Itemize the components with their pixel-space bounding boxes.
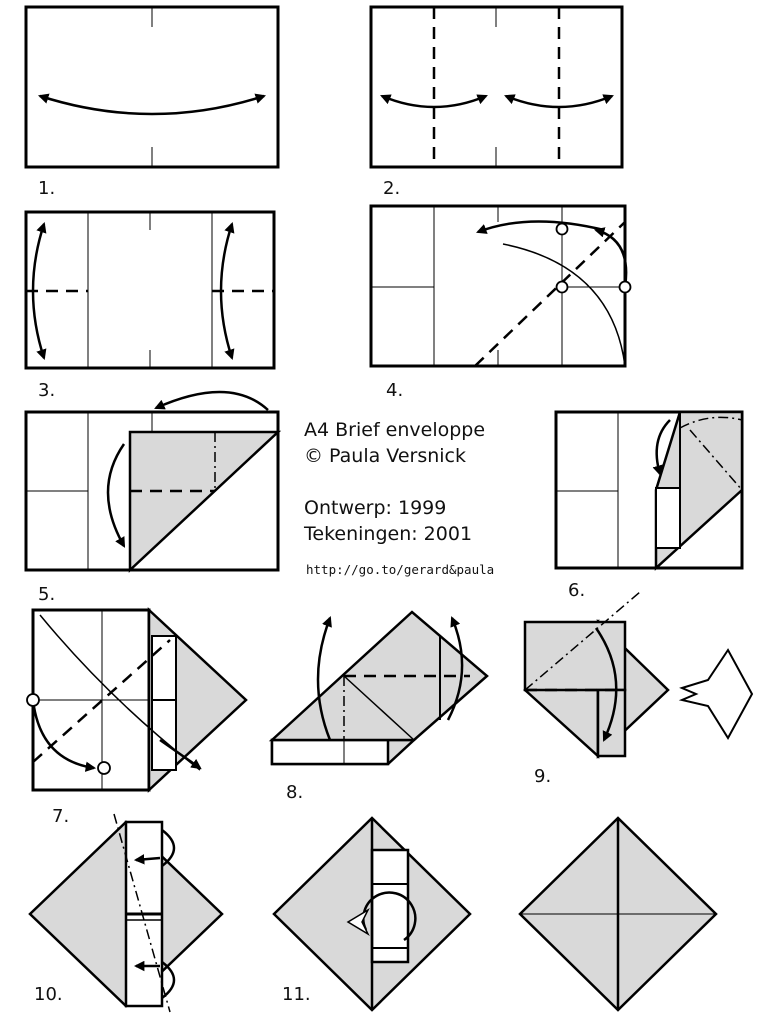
drawing-year: Tekeningen: 2001 <box>303 523 472 545</box>
step-label: 8. <box>286 782 303 803</box>
step-label: 4. <box>386 380 403 401</box>
step-label: 7. <box>52 806 69 827</box>
step-6-diagram <box>554 410 744 571</box>
step-7-diagram <box>26 607 248 793</box>
pocket-arrow-icon <box>346 908 370 936</box>
step-label: 10. <box>34 984 63 1005</box>
design-year: Ontwerp: 1999 <box>304 497 446 519</box>
title-block: A4 Brief enveloppe © Paula Versnick Ontw… <box>303 419 494 577</box>
diagram-title: A4 Brief enveloppe <box>304 419 485 441</box>
step-8-diagram <box>268 610 489 766</box>
step-label: 3. <box>38 380 55 401</box>
step-label: 1. <box>38 178 55 199</box>
step-1-diagram <box>24 5 280 169</box>
step-10-diagram <box>28 813 224 1013</box>
website-url: http://go.to/gerard&paula <box>306 562 494 577</box>
step-2-diagram <box>369 5 624 169</box>
step-5-diagram <box>24 390 282 573</box>
step-label: 2. <box>383 178 400 199</box>
step-label: 5. <box>38 584 55 605</box>
step-9-diagram <box>523 591 670 759</box>
step-3-diagram <box>24 210 276 370</box>
step-label: 6. <box>568 580 585 601</box>
step-label: 11. <box>282 984 311 1005</box>
step-label: 9. <box>534 766 551 787</box>
turn-over-arrow-icon <box>678 648 754 740</box>
step-4-diagram <box>369 204 632 368</box>
step-11-diagram <box>272 816 472 1012</box>
final-envelope-diagram <box>518 816 718 1012</box>
copyright: © Paula Versnick <box>304 445 466 467</box>
